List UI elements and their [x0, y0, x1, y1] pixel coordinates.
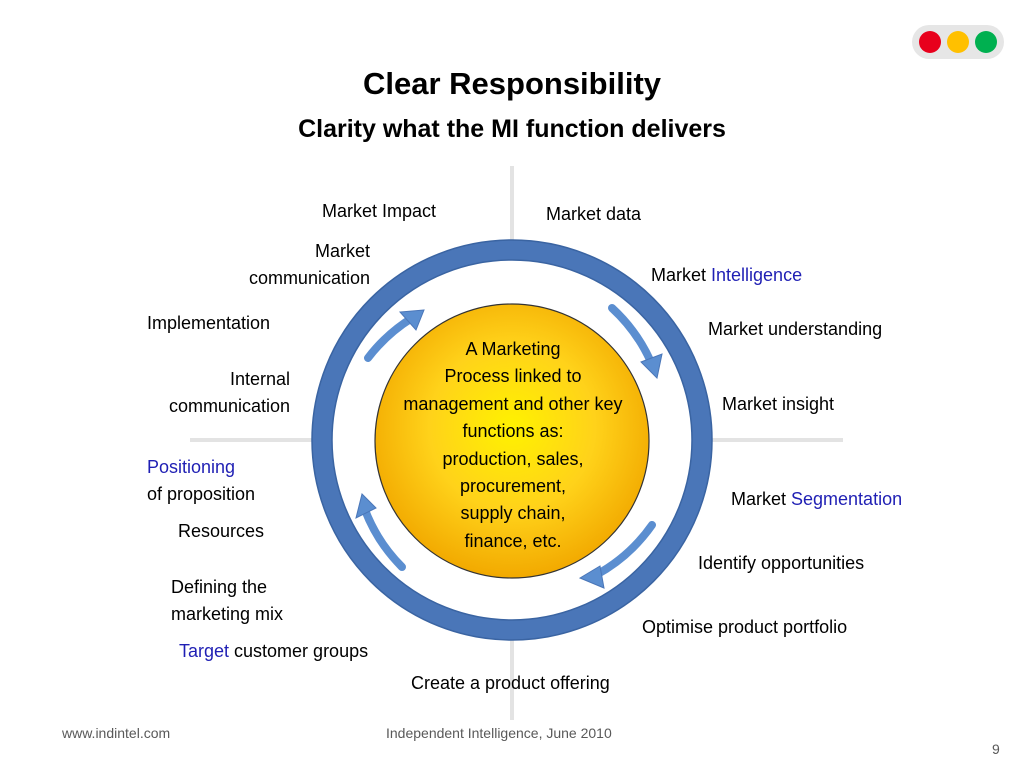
- label-highlight: Segmentation: [791, 489, 903, 509]
- label-internal-communication: Internal communication: [130, 366, 290, 420]
- label-line: Market: [731, 489, 792, 509]
- arrow-top-right-icon: [608, 304, 654, 364]
- label-target-customer-groups: Target customer groups: [179, 638, 368, 665]
- label-market-insight: Market insight: [722, 394, 835, 414]
- arrow-bottom-left-icon: [361, 506, 406, 571]
- center-line: A Marketing: [465, 339, 561, 359]
- slide-subtitle: Clarity what the MI function delivers: [298, 115, 726, 143]
- label-line: Market: [314, 241, 370, 261]
- label-line: customer groups: [229, 641, 369, 661]
- center-circle: [374, 303, 650, 579]
- label-market-communication: Market communication: [210, 238, 370, 292]
- label-market-intelligence: Market Intelligence: [651, 262, 802, 289]
- arrowhead-bottom-right-icon: [578, 565, 605, 589]
- arrowhead-top-right-icon: [640, 353, 663, 380]
- label-line: marketing mix: [171, 604, 284, 624]
- footer-company-date: Independent Intelligence, June 2010: [386, 725, 612, 741]
- label-line: Defining the: [171, 577, 268, 597]
- green-light-icon: [975, 31, 997, 53]
- arrowhead-top-left-icon: [398, 309, 425, 331]
- label-highlight: Intelligence: [711, 265, 803, 285]
- label-line: of proposition: [147, 484, 256, 504]
- label-implementation: Implementation: [147, 313, 271, 333]
- label-positioning: Positioning of proposition: [147, 454, 255, 508]
- label-line: communication: [168, 396, 290, 416]
- outer-ring-edge-inner: [331, 259, 693, 621]
- yellow-light-icon: [947, 31, 969, 53]
- label-defining-marketing-mix: Defining the marketing mix: [171, 574, 283, 628]
- label-highlight: Positioning: [147, 457, 236, 477]
- label-resources: Resources: [178, 521, 265, 541]
- label-market-data: Market data: [546, 204, 642, 224]
- label-line: Market: [651, 265, 712, 285]
- center-line: finance, etc.: [464, 530, 562, 551]
- center-line: procurement,: [459, 476, 567, 497]
- label-identify-opportunities: Identify opportunities: [698, 553, 865, 573]
- label-market-understanding: Market understanding: [708, 319, 883, 339]
- red-light-icon: [919, 31, 941, 53]
- slide-title: Clear Responsibility: [362, 66, 662, 101]
- center-line: production, sales,: [442, 448, 584, 469]
- footer-website: www.indintel.com: [62, 725, 171, 741]
- page-number: 9: [992, 741, 1000, 757]
- label-line: Internal: [229, 369, 290, 389]
- label-optimise-product-portfolio: Optimise product portfolio: [642, 617, 848, 637]
- label-highlight: Target: [179, 641, 230, 661]
- label-market-impact: Market Impact: [322, 201, 437, 221]
- center-line: Process linked to: [444, 366, 582, 387]
- center-line: supply chain,: [460, 503, 566, 524]
- center-line: management and other key: [403, 393, 623, 414]
- label-market-segmentation: Market Segmentation: [731, 486, 902, 513]
- label-create-product-offering: Create a product offering: [411, 673, 610, 693]
- center-line: functions as:: [462, 421, 564, 442]
- center-description: A Marketing Process linked to management…: [382, 336, 644, 555]
- label-line: communication: [248, 268, 370, 288]
- outer-ring-edge-outer: [311, 239, 713, 641]
- arrowhead-bottom-left-icon: [355, 493, 377, 519]
